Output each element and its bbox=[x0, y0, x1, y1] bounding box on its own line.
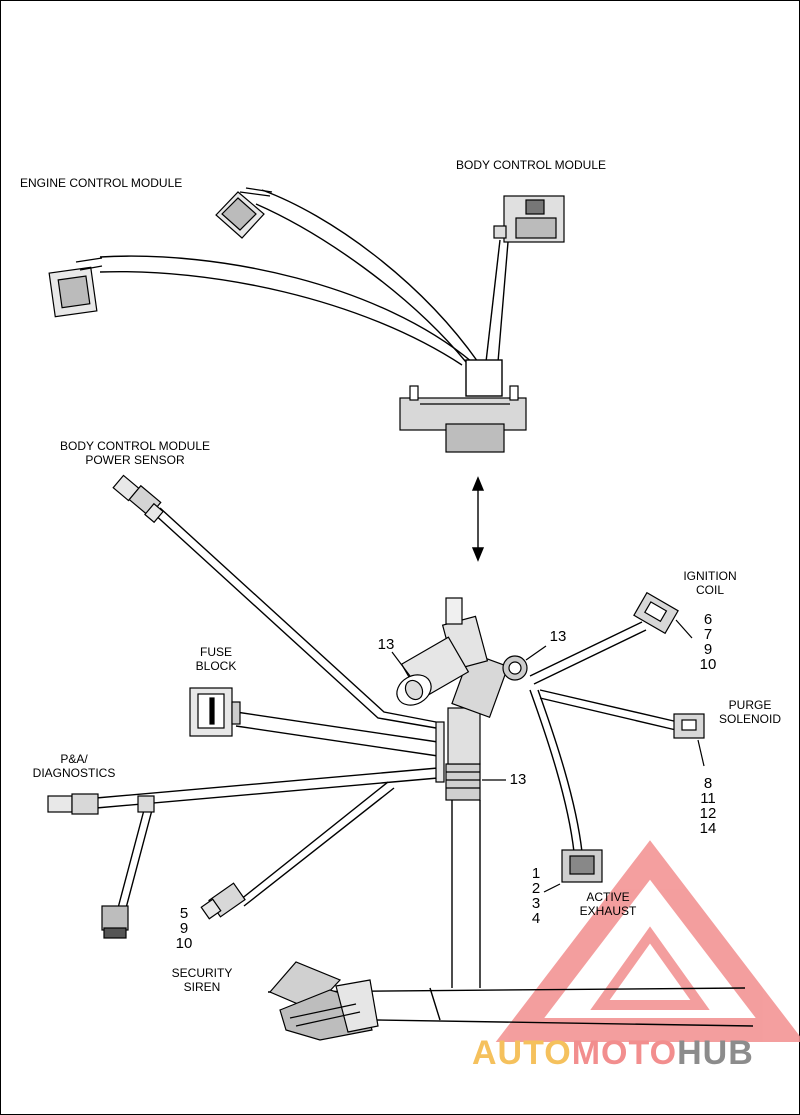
callout-ignition-coil-pin: 9 bbox=[703, 641, 713, 658]
watermark-triangle bbox=[495, 840, 800, 1042]
callout-active-exhaust-pin: 3 bbox=[531, 895, 541, 912]
label-pa-diagnostics-line2: DIAGNOSTICS bbox=[32, 766, 116, 780]
label-bcm-power-sensor: BODY CONTROL MODULE POWER SENSOR bbox=[40, 439, 230, 467]
callout-purge-solenoid-pins: 8 11 12 14 bbox=[694, 776, 722, 836]
callout-purge-solenoid-pin: 11 bbox=[700, 790, 716, 807]
label-pa-diagnostics: P&A/ DIAGNOSTICS bbox=[22, 752, 126, 780]
pa-diagnostics-connector[interactable] bbox=[47, 793, 155, 815]
active-exhaust-connector[interactable] bbox=[543, 849, 603, 893]
callout-purge-solenoid-pin: 12 bbox=[699, 805, 717, 822]
upper-harness bbox=[99, 189, 509, 397]
callout-security-siren-pin: 10 bbox=[175, 935, 193, 952]
callout-ignition-coil-pin: 7 bbox=[703, 626, 713, 643]
mating-arrow bbox=[471, 476, 485, 562]
fuse-block-connector[interactable] bbox=[189, 687, 241, 737]
callout-active-exhaust-pin: 2 bbox=[531, 880, 541, 897]
label-bcm-power-sensor-line1: BODY CONTROL MODULE bbox=[59, 439, 211, 453]
callout-ignition-coil-pins: 6 7 9 10 bbox=[694, 612, 722, 672]
watermark-logo: AUTOMOTOHUB bbox=[472, 1034, 754, 1073]
watermark-auto: AUTO bbox=[472, 1034, 572, 1072]
ignition-coil-connector[interactable] bbox=[633, 591, 693, 639]
label-security-siren: SECURITY SIREN bbox=[160, 966, 244, 994]
callout-active-exhaust-pins: 1 2 3 4 bbox=[526, 866, 546, 926]
callout-purge-solenoid-pin: 8 bbox=[703, 775, 713, 792]
label-ignition-coil-line2: COIL bbox=[695, 583, 724, 597]
label-fuse-block-line2: BLOCK bbox=[195, 659, 237, 673]
label-ignition-coil: IGNITION COIL bbox=[672, 569, 748, 597]
callout-ignition-coil-pin: 6 bbox=[703, 611, 713, 628]
watermark-hub: HUB bbox=[677, 1034, 754, 1072]
main-mating-connector[interactable] bbox=[269, 961, 379, 1041]
security-siren-connector[interactable] bbox=[200, 882, 246, 920]
callout-clip-lower: 13 bbox=[509, 771, 527, 788]
label-fuse-block: FUSE BLOCK bbox=[186, 645, 246, 673]
label-body-control-module: BODY CONTROL MODULE bbox=[456, 158, 607, 172]
label-ignition-coil-line1: IGNITION bbox=[683, 569, 737, 583]
label-pa-diagnostics-line1: P&A/ bbox=[60, 752, 88, 766]
ecm-connector-lower[interactable] bbox=[48, 257, 103, 318]
callout-active-exhaust-pin: 1 bbox=[531, 865, 541, 882]
pa-lower-connector[interactable] bbox=[101, 905, 129, 939]
label-fuse-block-line1: FUSE bbox=[199, 645, 232, 659]
label-engine-control-module: ENGINE CONTROL MODULE bbox=[20, 176, 183, 190]
label-purge-solenoid-line2: SOLENOID bbox=[718, 712, 781, 726]
label-active-exhaust-line1: ACTIVE bbox=[586, 890, 630, 904]
label-active-exhaust-line2: EXHAUST bbox=[579, 904, 637, 918]
junction-block bbox=[400, 597, 509, 801]
bcm-connector[interactable] bbox=[493, 195, 565, 243]
label-security-siren-line2: SIREN bbox=[183, 980, 221, 994]
label-purge-solenoid-line1: PURGE bbox=[728, 698, 772, 712]
label-purge-solenoid: PURGE SOLENOID bbox=[710, 698, 790, 726]
watermark-moto: MOTO bbox=[571, 1034, 678, 1072]
callout-security-siren-pins: 5 9 10 bbox=[172, 906, 196, 951]
label-active-exhaust: ACTIVE EXHAUST bbox=[562, 890, 654, 918]
upper-mating-connector[interactable] bbox=[399, 385, 527, 453]
clip-13-left[interactable] bbox=[391, 651, 436, 711]
clip-13-right[interactable] bbox=[502, 645, 547, 681]
callout-security-siren-pin: 5 bbox=[179, 905, 189, 922]
label-security-siren-line1: SECURITY bbox=[171, 966, 233, 980]
callout-clip-left: 13 bbox=[377, 636, 395, 653]
label-bcm-power-sensor-line2: POWER SENSOR bbox=[85, 453, 185, 467]
ecm-connector-upper[interactable] bbox=[215, 187, 273, 239]
callout-ignition-coil-pin: 10 bbox=[699, 656, 717, 673]
bcm-power-sensor-connector[interactable] bbox=[112, 474, 164, 524]
callout-clip-right: 13 bbox=[549, 628, 567, 645]
purge-solenoid-connector[interactable] bbox=[673, 713, 705, 767]
callout-security-siren-pin: 9 bbox=[179, 920, 189, 937]
callout-purge-solenoid-pin: 14 bbox=[699, 820, 717, 837]
callout-active-exhaust-pin: 4 bbox=[531, 910, 541, 927]
